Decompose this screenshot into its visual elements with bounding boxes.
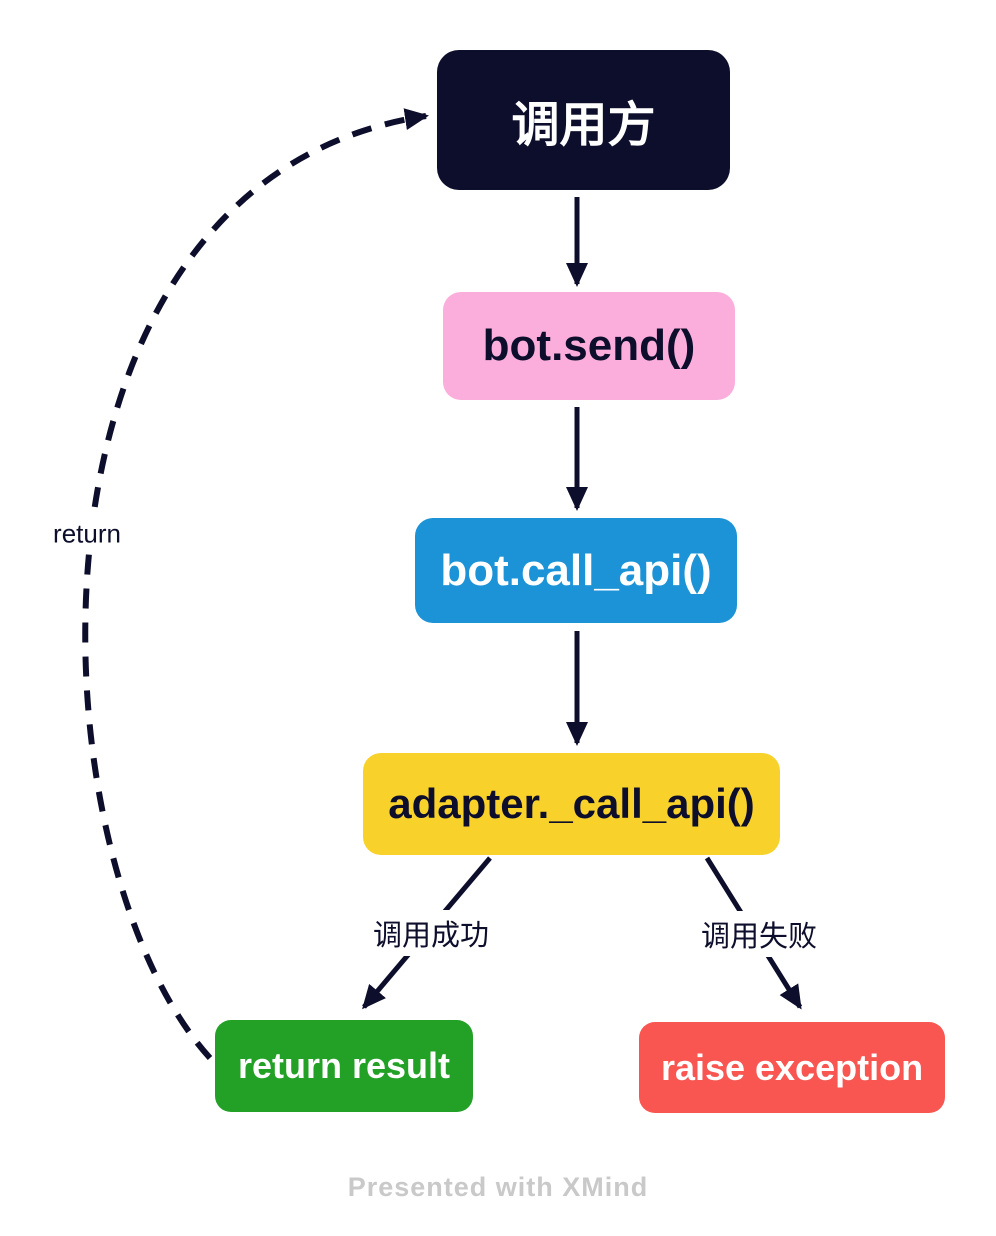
- edge-label-return: return: [45, 516, 129, 552]
- node-adapter-call-api[interactable]: adapter._call_api(): [363, 753, 780, 855]
- node-bot-call-api[interactable]: bot.call_api(): [415, 518, 737, 623]
- node-return-result[interactable]: return result: [215, 1020, 473, 1112]
- xmind-watermark: Presented with XMind: [347, 1172, 649, 1202]
- node-caller[interactable]: 调用方: [437, 50, 730, 190]
- edge-label-call-failure: 调用失败: [692, 911, 826, 957]
- node-raise-exception[interactable]: raise exception: [639, 1022, 945, 1113]
- edge-label-call-success: 调用成功: [364, 910, 498, 956]
- node-bot-send[interactable]: bot.send(): [443, 292, 735, 400]
